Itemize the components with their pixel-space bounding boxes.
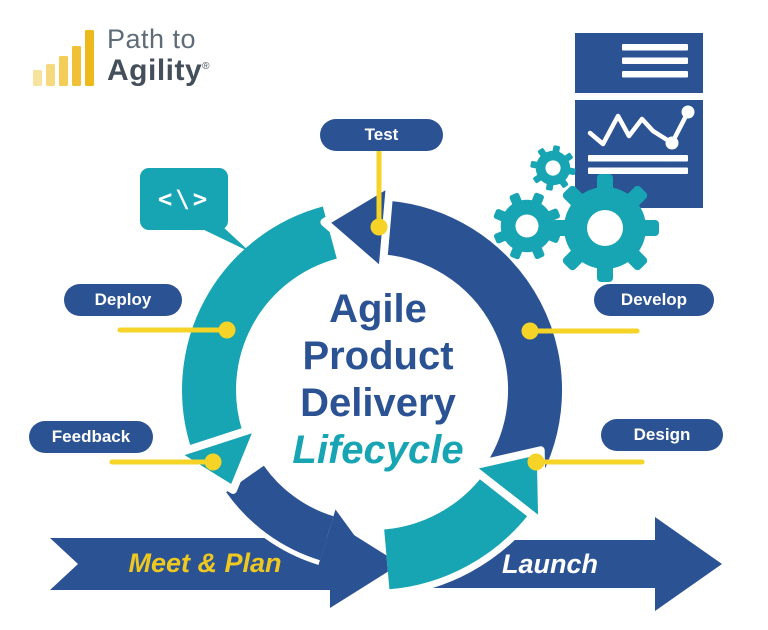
registered-trademark: ®	[202, 61, 211, 72]
stage-label-design: Design	[601, 419, 723, 451]
document-panel-icon	[575, 33, 703, 208]
title-accent: Lifecycle	[292, 428, 464, 472]
brand-name-top: Path to	[107, 24, 197, 54]
bar-chart-logo-icon	[33, 28, 98, 86]
brand-logo: Path to Agility®	[33, 26, 210, 86]
code-glyph: <\>	[157, 185, 211, 213]
cycle-segment-bottom-left	[222, 462, 365, 567]
gear-icon-large	[551, 174, 659, 282]
title-line-2: Product	[302, 334, 454, 378]
title-line-3: Delivery	[300, 381, 456, 425]
brand-wordmark: Path to Agility®	[107, 26, 210, 86]
title-line-1: Agile	[329, 287, 427, 331]
line-chart-icon	[587, 105, 695, 150]
stage-label-feedback: Feedback	[29, 421, 153, 453]
doc-header-lines	[622, 44, 688, 78]
connector-lines	[109, 149, 645, 465]
cycle-title: Agile Product Delivery Lifecycle	[263, 286, 493, 474]
stage-label-develop: Develop	[594, 284, 714, 316]
stage-label-deploy: Deploy	[64, 284, 182, 316]
banner-label-meet-plan: Meet & Plan	[128, 548, 282, 578]
banner-label-launch: Launch	[501, 549, 598, 579]
code-bubble-icon	[140, 168, 250, 252]
cycle-arc-teal-bottom-right	[382, 446, 547, 597]
stage-label-test: Test	[320, 119, 443, 151]
doc-chart-lines	[588, 155, 688, 174]
brand-name-bottom: Agility®	[107, 54, 211, 87]
connector-dots	[204, 218, 545, 471]
